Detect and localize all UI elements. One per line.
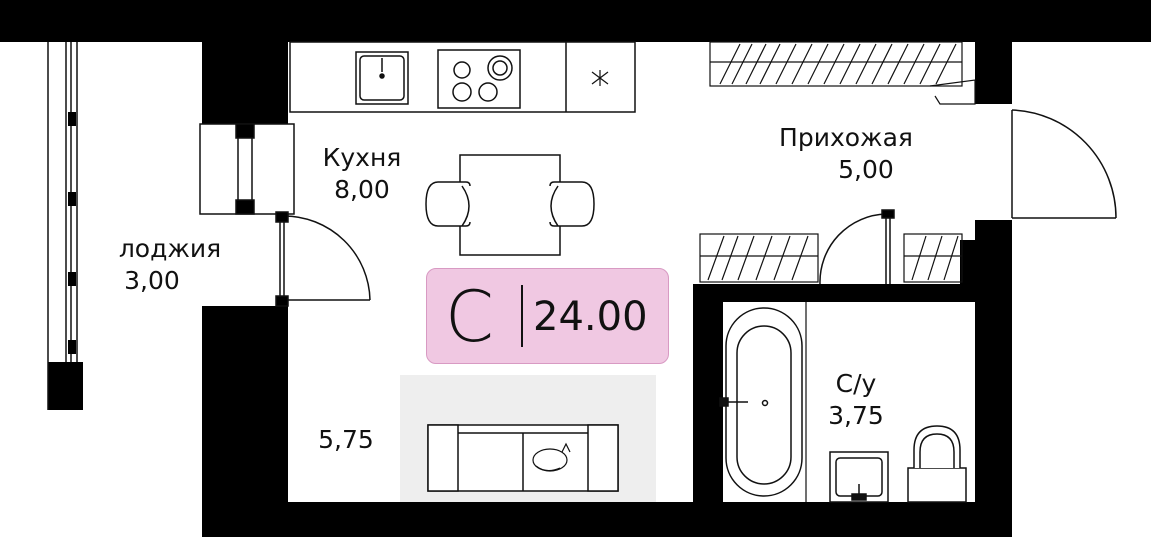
sink [355, 51, 409, 105]
hallway-name: Прихожая [779, 123, 913, 152]
bathroom-area: 3,75 [828, 401, 884, 430]
hallway-label: Прихожая 5,00 [756, 122, 936, 186]
toilet [907, 425, 967, 503]
bathroom-name: С/у [835, 369, 877, 398]
wardrobe-top [709, 41, 976, 105]
hallway-area: 5,00 [838, 155, 894, 184]
loggia-frame-marks [68, 112, 76, 354]
kitchen-name: Кухня [322, 143, 402, 172]
apartment-type: С [445, 276, 494, 358]
badge-separator [521, 285, 523, 347]
loggia-name: лоджия [118, 234, 222, 263]
kitchen-area: 8,00 [334, 175, 390, 204]
living-area: 5,75 [318, 425, 374, 454]
washbasin [829, 451, 889, 503]
bathroom-door [819, 209, 895, 285]
loggia-frame [47, 42, 78, 410]
loggia-door [275, 211, 371, 307]
cat-icon [532, 442, 571, 472]
fridge-mark [591, 70, 609, 86]
bathroom-label: С/у 3,75 [816, 368, 896, 432]
loggia-label: лоджия 3,00 [104, 233, 236, 297]
cooktop [437, 49, 521, 109]
dining-set [425, 154, 595, 256]
apartment-badge: С 24.00 [426, 268, 669, 364]
wardrobe-lower-left [699, 233, 819, 283]
wardrobe-lower-right [903, 233, 963, 283]
loggia-window [199, 123, 295, 215]
entrance-door [1011, 109, 1117, 219]
bathtub [719, 307, 803, 497]
living-area-label: 5,75 [304, 424, 388, 456]
apartment-total-area: 24.00 [533, 294, 648, 340]
sofa [427, 424, 619, 492]
kitchen-label: Кухня 8,00 [312, 142, 412, 206]
loggia-area: 3,00 [124, 266, 180, 295]
